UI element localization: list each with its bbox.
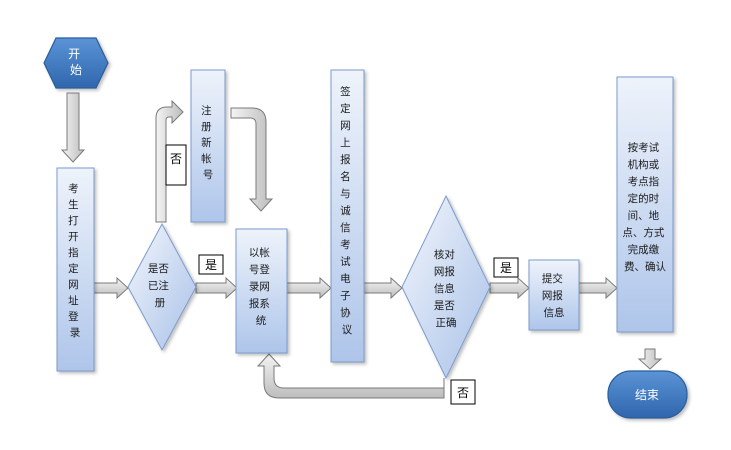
label-yes-registered: 是 — [198, 254, 224, 275]
sign-label: 签 定 网 上 报 名 与 诚 信 考 试 电 子 协 议 — [340, 85, 354, 336]
arrow-register-to-login — [230, 107, 274, 212]
svg-text:是: 是 — [500, 261, 512, 275]
end-node — [607, 370, 688, 419]
step1-box — [56, 167, 95, 372]
decision1-diamond — [127, 222, 197, 352]
arrow-submit-to-pay — [578, 276, 618, 300]
decision1-label: 是否 已注 册 — [148, 263, 172, 309]
arrow-sign-to-decision2 — [363, 276, 403, 300]
register-label: 注 册 新 帐 号 — [201, 104, 215, 181]
start-node — [43, 37, 109, 89]
submit-label: 提交 网报 信息 — [542, 272, 566, 319]
register-box — [190, 69, 226, 223]
pay-label: 按考试 机构或 考点指 定的时 间、地 点、方式 完成缴 费、确认 — [622, 141, 667, 273]
arrow-decision1-to-register — [155, 99, 184, 223]
label-no-register: 否 — [165, 144, 187, 186]
start-label: 开 始 — [68, 47, 84, 77]
end-label: 结束 — [635, 388, 659, 402]
svg-text:否: 否 — [457, 386, 469, 400]
svg-text:是: 是 — [205, 258, 217, 272]
arrow-decision2-to-login — [256, 353, 445, 399]
login-label: 以帐 号登 录网 报系 统 — [249, 246, 273, 327]
label-yes-correct: 是 — [493, 257, 519, 278]
decision2-diamond — [401, 194, 491, 380]
step1-label: 考 生 打 开 指 定 网 址 登 录 — [68, 183, 82, 339]
pay-box — [616, 76, 674, 333]
arrow-decision1-to-login — [195, 276, 238, 300]
arrow-pay-to-end — [637, 348, 663, 370]
arrow-step1-to-decision1 — [93, 276, 129, 300]
arrow-start-to-step1 — [60, 92, 86, 163]
label-no-correct: 否 — [450, 379, 476, 405]
submit-box — [528, 259, 580, 331]
sign-box — [330, 69, 365, 363]
decision2-label: 核对 网报 信息 是否 正确 — [434, 248, 458, 329]
arrow-decision2-to-submit — [489, 276, 530, 300]
login-box — [235, 228, 288, 354]
svg-text:否: 否 — [170, 152, 182, 166]
arrow-login-to-sign — [286, 276, 332, 300]
